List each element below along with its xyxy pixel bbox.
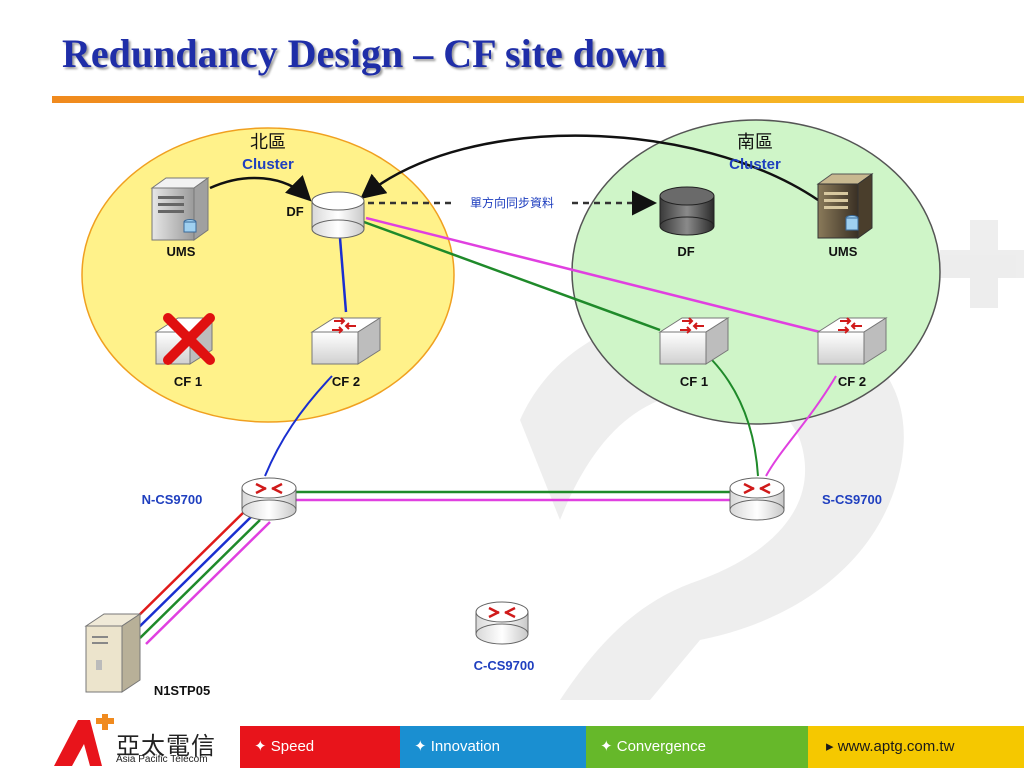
label-df-south: DF <box>677 244 694 259</box>
label-n-cs9700: N-CS9700 <box>142 492 203 507</box>
triangle-bullet-icon: ▸ <box>826 738 834 755</box>
south-cluster-sub: Cluster <box>729 156 781 173</box>
label-c-cs9700: C-CS9700 <box>474 658 535 673</box>
footer-innovation: ✦ Innovation <box>400 726 586 768</box>
switch-icon-cf2-north <box>310 317 382 365</box>
label-cf2-north: CF 2 <box>332 374 360 389</box>
label-cf1-south: CF 1 <box>680 374 708 389</box>
footer-innovation-label: Innovation <box>430 738 500 755</box>
label-n1stp05: N1STP05 <box>154 683 210 698</box>
server-tower-icon-n1stp05 <box>84 613 142 693</box>
server-icon-ums-south <box>816 173 874 239</box>
link-dfn-cf1s <box>363 220 661 332</box>
network-diagram: 單方向同步資料 北區 Cluster 南區 Cluster UMS DF CF … <box>81 119 1024 700</box>
north-cluster-name: 北區 <box>250 132 286 153</box>
plus-icon: ✦ <box>414 738 427 755</box>
server-icon-ums-north <box>150 177 210 241</box>
database-icon-df-north <box>311 191 365 239</box>
arrow-ums-s-to-df-n <box>360 134 819 202</box>
label-ums-south: UMS <box>829 244 858 259</box>
link-dfn-cf2s <box>365 216 821 334</box>
brand-logo: 亞太電信 Asia Pacific Telecom <box>0 714 240 768</box>
database-icon-df-south <box>659 186 715 236</box>
link-stp-ncs-green <box>139 519 261 639</box>
arrow-ums-n-to-df <box>209 175 312 202</box>
label-ums-north: UMS <box>167 244 196 259</box>
router-icon-n-cs9700 <box>241 477 297 521</box>
link-dfn-cf2n <box>338 237 348 313</box>
aptg-a-logo-icon <box>54 714 114 766</box>
footer-bar: 亞太電信 Asia Pacific Telecom ✦ Speed ✦ Inno… <box>0 714 1024 768</box>
link-cf1s-scs <box>711 359 759 477</box>
logo-english-text: Asia Pacific Telecom <box>116 754 208 765</box>
plus-icon: ✦ <box>254 738 267 755</box>
label-cf1-north: CF 1 <box>174 374 202 389</box>
link-cf2n-ncs <box>264 375 333 477</box>
sync-label: 單方向同步資料 <box>470 195 554 210</box>
link-cf2s-scs <box>765 375 837 477</box>
label-cf2-south: CF 2 <box>838 374 866 389</box>
logo-chinese-text: 亞太電信 <box>116 732 216 760</box>
south-cluster-name: 南區 <box>737 132 773 153</box>
footer-url[interactable]: ▸ www.aptg.com.tw <box>808 726 1024 768</box>
footer-url-label[interactable]: www.aptg.com.tw <box>837 738 955 755</box>
switch-icon-cf2-south <box>816 317 888 365</box>
title-underline <box>52 96 1024 103</box>
footer-convergence-label: Convergence <box>616 738 706 755</box>
north-cluster-sub: Cluster <box>242 156 294 173</box>
router-icon-c-cs9700 <box>475 601 529 645</box>
footer-convergence: ✦ Convergence <box>586 726 808 768</box>
label-df-north: DF <box>286 204 303 219</box>
router-icon-s-cs9700 <box>729 477 785 521</box>
footer-speed-label: Speed <box>270 738 315 755</box>
failure-x-icon <box>163 313 215 365</box>
footer-speed: ✦ Speed <box>240 726 400 768</box>
plus-icon: ✦ <box>600 738 613 755</box>
switch-icon-cf1-south <box>658 317 730 365</box>
label-s-cs9700: S-CS9700 <box>822 492 882 507</box>
link-stp-ncs-magenta <box>145 521 271 645</box>
link-stp-ncs-blue <box>133 513 255 633</box>
page-title: Redundancy Design – CF site down <box>62 31 667 76</box>
link-stp-ncs-red <box>127 507 249 627</box>
